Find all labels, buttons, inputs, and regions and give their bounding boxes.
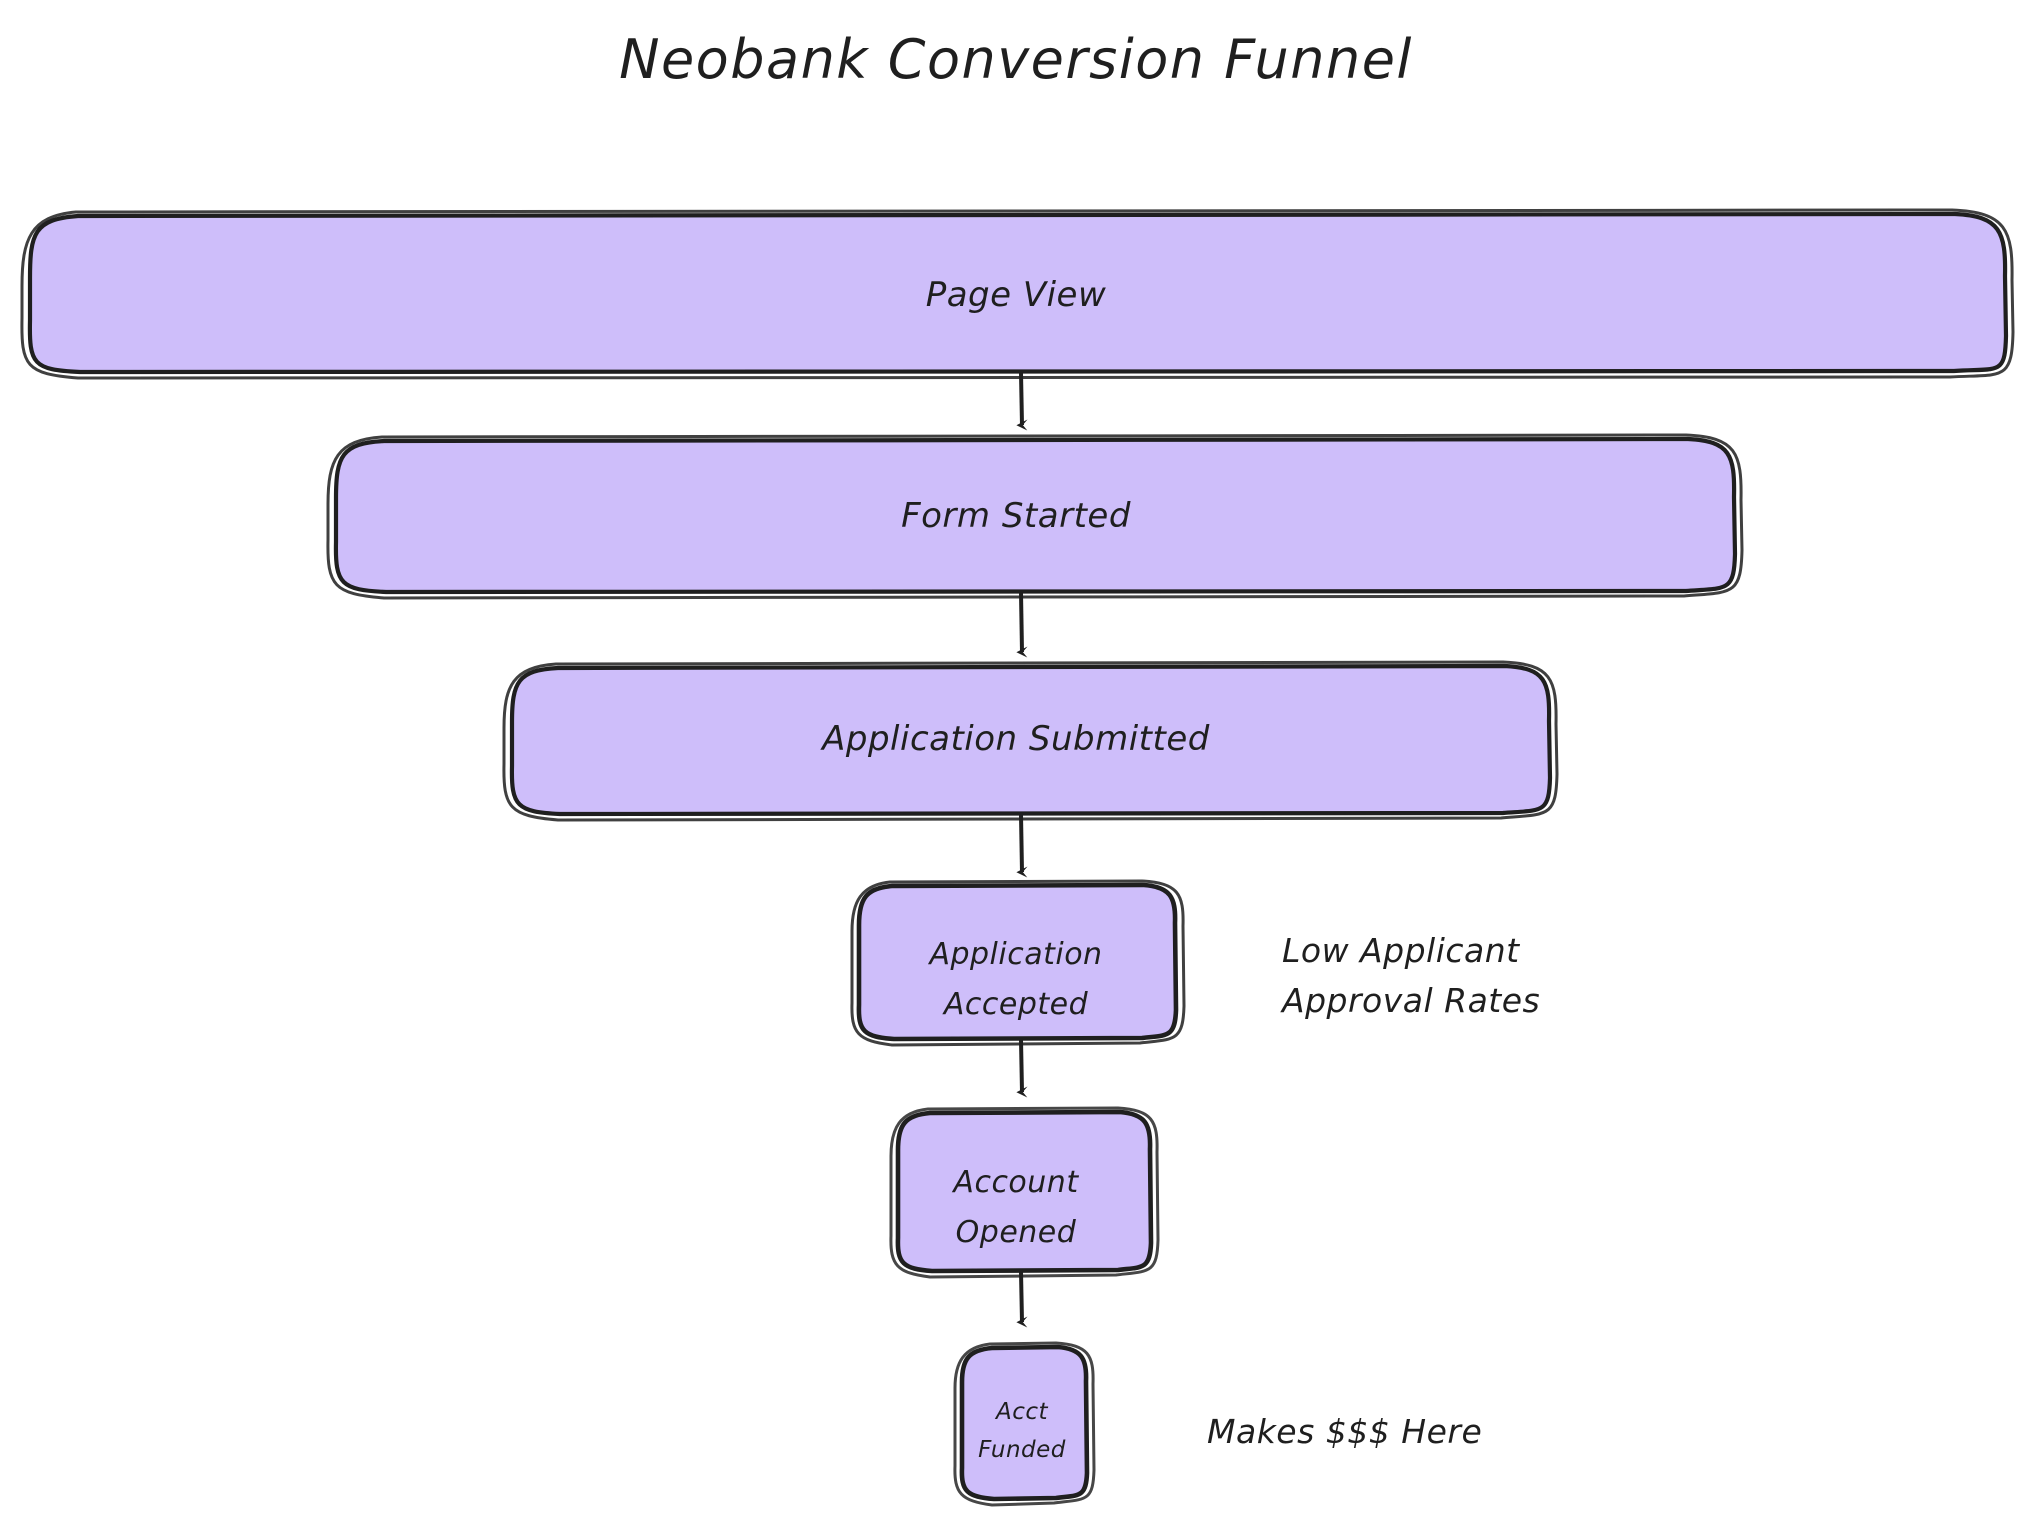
annotation-makes-money: Makes $$$ Here bbox=[1207, 1412, 1482, 1451]
edge-application-accepted-to-account-opened bbox=[1016, 1039, 1028, 1098]
edge-form-started-to-application-submitted bbox=[1016, 592, 1028, 658]
node-account-opened[interactable]: Account Opened bbox=[889, 1106, 1160, 1279]
node-label-line-2: Accepted bbox=[942, 987, 1089, 1022]
edge-account-opened-to-acct-funded bbox=[1016, 1271, 1028, 1328]
edge-page-view-to-form-started bbox=[1016, 372, 1028, 431]
node-acct-funded[interactable]: Acct Funded bbox=[953, 1341, 1096, 1507]
node-label-line-2: Funded bbox=[978, 1437, 1066, 1463]
node-application-accepted[interactable]: Application Accepted bbox=[850, 879, 1186, 1047]
node-form-started[interactable]: Form Started bbox=[326, 433, 1744, 600]
node-label-line-2: Opened bbox=[956, 1215, 1077, 1250]
node-label: Form Started bbox=[901, 496, 1131, 536]
node-label-line-1: Account bbox=[951, 1165, 1079, 1200]
annotation-low-approval: Low Applicant Approval Rates bbox=[1280, 931, 1540, 1020]
node-label-line-1: Application bbox=[927, 937, 1102, 972]
page-title: Neobank Conversion Funnel bbox=[619, 28, 1413, 91]
edge-application-submitted-to-application-accepted bbox=[1016, 814, 1028, 878]
node-label: Page View bbox=[926, 275, 1107, 315]
node-application-submitted[interactable]: Application Submitted bbox=[502, 660, 1559, 822]
node-label: Application Submitted bbox=[820, 719, 1210, 759]
node-page-view[interactable]: Page View bbox=[20, 208, 2015, 380]
annotation-line-2: Approval Rates bbox=[1280, 981, 1540, 1020]
annotation-line-1: Low Applicant bbox=[1282, 931, 1520, 970]
node-label-line-1: Acct bbox=[994, 1399, 1049, 1425]
annotation-line-1: Makes $$$ Here bbox=[1207, 1412, 1482, 1451]
